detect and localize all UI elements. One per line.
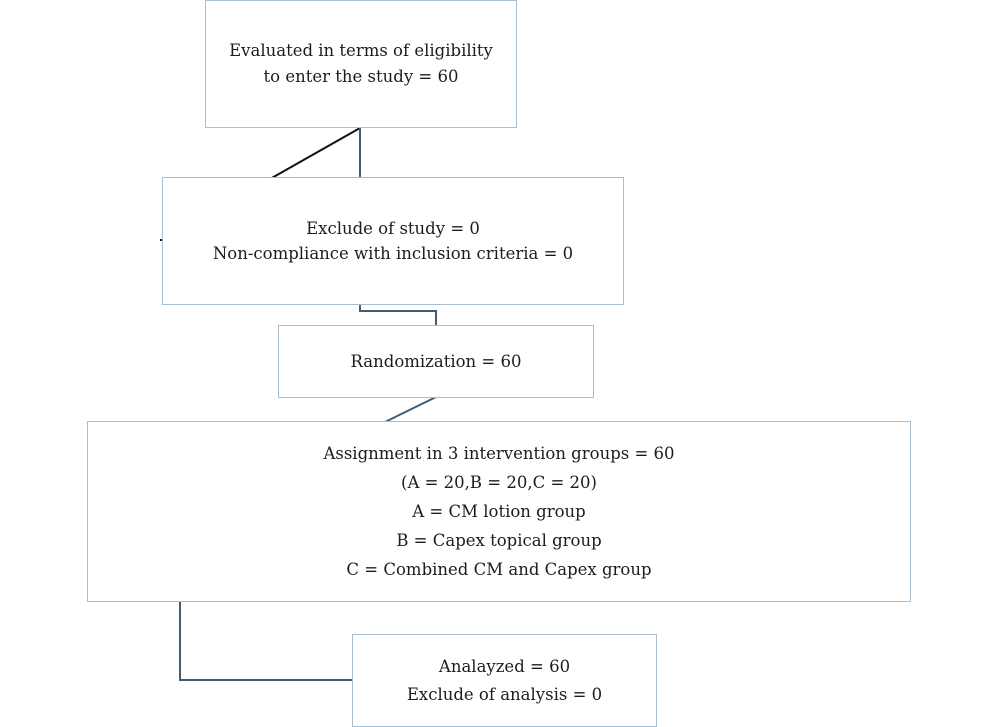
connector-randomization-to-assignment	[384, 396, 437, 423]
assignment-line-3: A = CM lotion group	[412, 502, 586, 521]
exclusion-box: Exclude of study = 0 Non-compliance with…	[162, 177, 624, 305]
assignment-line-1: Assignment in 3 intervention groups = 60	[323, 444, 675, 463]
assignment-line-5: C = Combined CM and Capex group	[346, 560, 652, 579]
analysis-box: Analayzed = 60 Exclude of analysis = 0	[352, 634, 657, 727]
assignment-box: Assignment in 3 intervention groups = 60…	[87, 421, 911, 602]
randomization-box: Randomization = 60	[278, 325, 594, 398]
connector-exclusion-to-randomization	[359, 304, 437, 326]
analysis-line-1: Analayzed = 60	[438, 656, 571, 676]
assignment-line-4: B = Capex topical group	[396, 531, 602, 550]
assignment-line-2: (A = 20,B = 20,C = 20)	[401, 473, 597, 492]
eligibility-box: Evaluated in terms of eligibility to ent…	[205, 0, 517, 128]
exclusion-line-1: Exclude of study = 0	[306, 219, 480, 238]
eligibility-line-2: to enter the study = 60	[263, 67, 459, 86]
eligibility-line-1: Evaluated in terms of eligibility	[229, 41, 493, 60]
randomization-line-1: Randomization = 60	[350, 352, 522, 371]
connector-assignment-to-analysis	[179, 602, 353, 681]
analysis-line-2: Exclude of analysis = 0	[406, 684, 603, 704]
connector-diagonal-eligibility	[269, 127, 361, 180]
exclusion-line-2: Non-compliance with inclusion criteria =…	[212, 244, 574, 263]
